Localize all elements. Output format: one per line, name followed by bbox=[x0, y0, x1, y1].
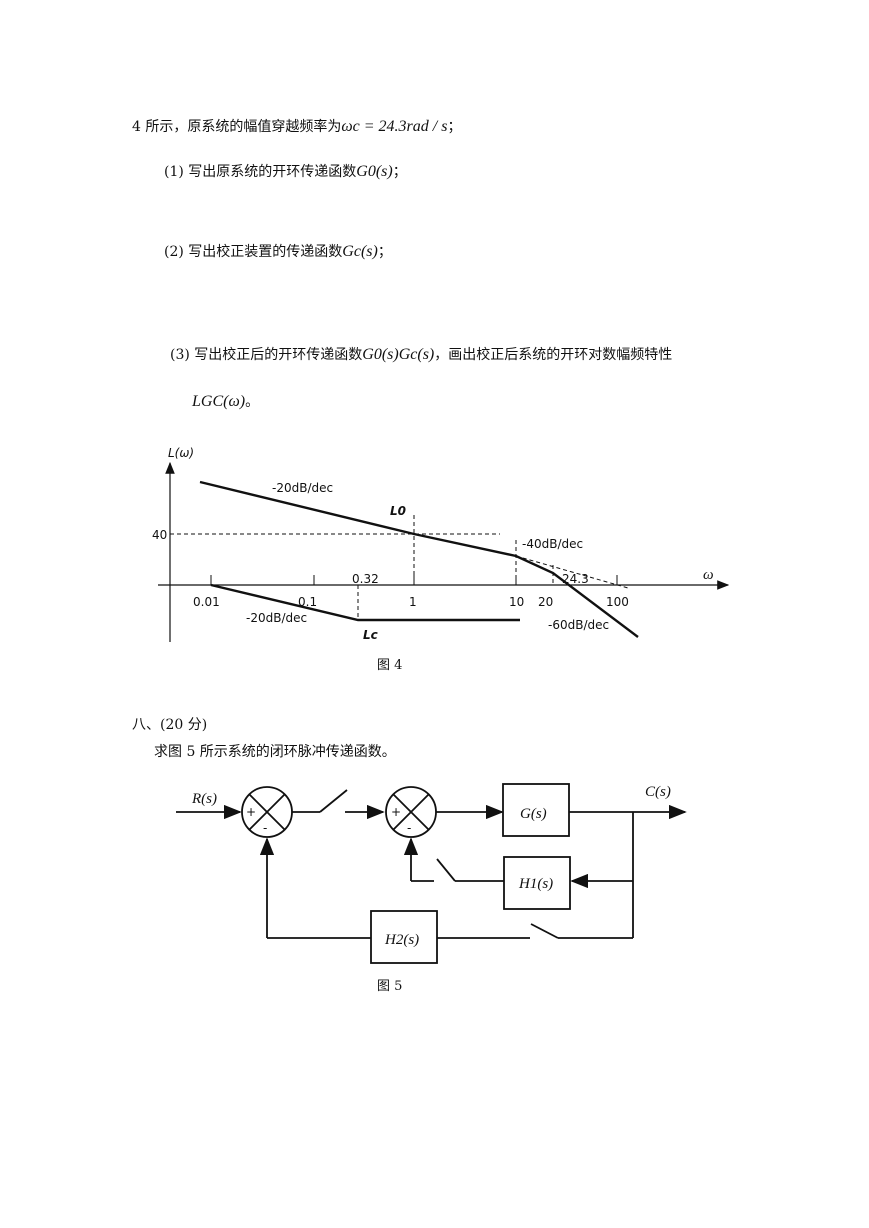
y-axis-label: L(ω) bbox=[168, 446, 194, 460]
sampler-switch-3 bbox=[530, 923, 559, 939]
x-tick-label: 0.01 bbox=[193, 595, 220, 609]
curve-L0 bbox=[199, 480, 639, 638]
x-tick-label: 1 bbox=[409, 595, 417, 609]
question-2: (2) 写出校正装置的传递函数Gc(s)； bbox=[164, 243, 392, 261]
question-3-formula: G0(s)Gc(s) bbox=[362, 346, 435, 363]
x-axis-label: ω bbox=[703, 567, 714, 583]
intro-formula: ωc = 24.3rad / s bbox=[341, 118, 448, 135]
x-tick-label: 10 bbox=[509, 595, 524, 609]
block-H1-label: H1(s) bbox=[518, 876, 553, 892]
question-1: (1) 写出原系统的开环传递函数G0(s)； bbox=[164, 163, 407, 181]
question-1-formula: G0(s) bbox=[356, 163, 393, 180]
label-243: 24.3 bbox=[562, 572, 589, 586]
question-3-line2: LGC(ω)。 bbox=[192, 393, 259, 411]
output-label: C(s) bbox=[645, 784, 671, 800]
figure-4-caption: 图 4 bbox=[377, 658, 403, 673]
x-tick-label: 100 bbox=[606, 595, 629, 609]
intro-line: 4 所示，原系统的幅值穿越频率为ωc = 24.3rad / s； bbox=[132, 118, 461, 136]
question-3-formula-2: LGC(ω) bbox=[192, 393, 246, 410]
sum1-plus-sign: + bbox=[246, 805, 256, 819]
sum1-minus-sign: - bbox=[263, 821, 267, 835]
intro-prefix: 4 所示，原系统的幅值穿越频率为 bbox=[132, 119, 342, 135]
curve-Lc bbox=[210, 583, 520, 622]
slope-top-label: -20dB/dec bbox=[272, 481, 333, 495]
curve-Lc-label: Lc bbox=[363, 628, 378, 642]
input-label: R(s) bbox=[191, 791, 217, 807]
intro-suffix: ； bbox=[447, 119, 462, 135]
question-1-suffix: ； bbox=[392, 164, 407, 180]
question-2-text: (2) 写出校正装置的传递函数 bbox=[164, 244, 343, 260]
sampler-switch-2 bbox=[436, 858, 456, 882]
sum2-minus-sign: - bbox=[407, 821, 411, 835]
figure-5-block-diagram: R(s) C(s) G(s) H1(s) H2(s) + - + - bbox=[176, 783, 687, 964]
label-032: 0.32 bbox=[352, 572, 379, 586]
sampler-switch-1 bbox=[319, 789, 348, 813]
block-H2 bbox=[370, 910, 438, 964]
figure-4-bode-plot: L(ω) ω 40 0.01 0.1 1 10 20 100 0.32 24.3… bbox=[152, 446, 730, 642]
slope-mid-label: -40dB/dec bbox=[522, 537, 583, 551]
figure-5-caption: 图 5 bbox=[377, 979, 403, 994]
question-2-formula: Gc(s) bbox=[342, 243, 378, 260]
section-8-heading: 八、(20 分) bbox=[132, 717, 208, 733]
section-8-question: 求图 5 所示系统的闭环脉冲传递函数。 bbox=[154, 744, 396, 760]
question-2-suffix: ； bbox=[377, 244, 392, 260]
extension-line bbox=[515, 555, 629, 589]
y-tick-40: 40 bbox=[152, 528, 167, 542]
question-1-text: (1) 写出原系统的开环传递函数 bbox=[164, 164, 357, 180]
slope-right-label: -60dB/dec bbox=[548, 618, 609, 632]
slope-bottom-label: -20dB/dec bbox=[246, 611, 307, 625]
block-G bbox=[502, 783, 570, 837]
question-3-text: (3) 写出校正后的开环传递函数 bbox=[170, 347, 363, 363]
question-3-mid: ，画出校正后系统的开环对数幅频特性 bbox=[434, 347, 673, 363]
block-G-label: G(s) bbox=[520, 806, 547, 822]
sum2-plus-sign: + bbox=[391, 805, 401, 819]
block-H1 bbox=[503, 856, 571, 910]
x-tick-label: 20 bbox=[538, 595, 553, 609]
block-H2-label: H2(s) bbox=[384, 932, 419, 948]
question-3-suffix: 。 bbox=[245, 394, 260, 410]
curve-L0-label: L0 bbox=[390, 504, 406, 518]
x-tick-label: 0.1 bbox=[298, 595, 317, 609]
question-3: (3) 写出校正后的开环传递函数G0(s)Gc(s)，画出校正后系统的开环对数幅… bbox=[170, 346, 672, 364]
